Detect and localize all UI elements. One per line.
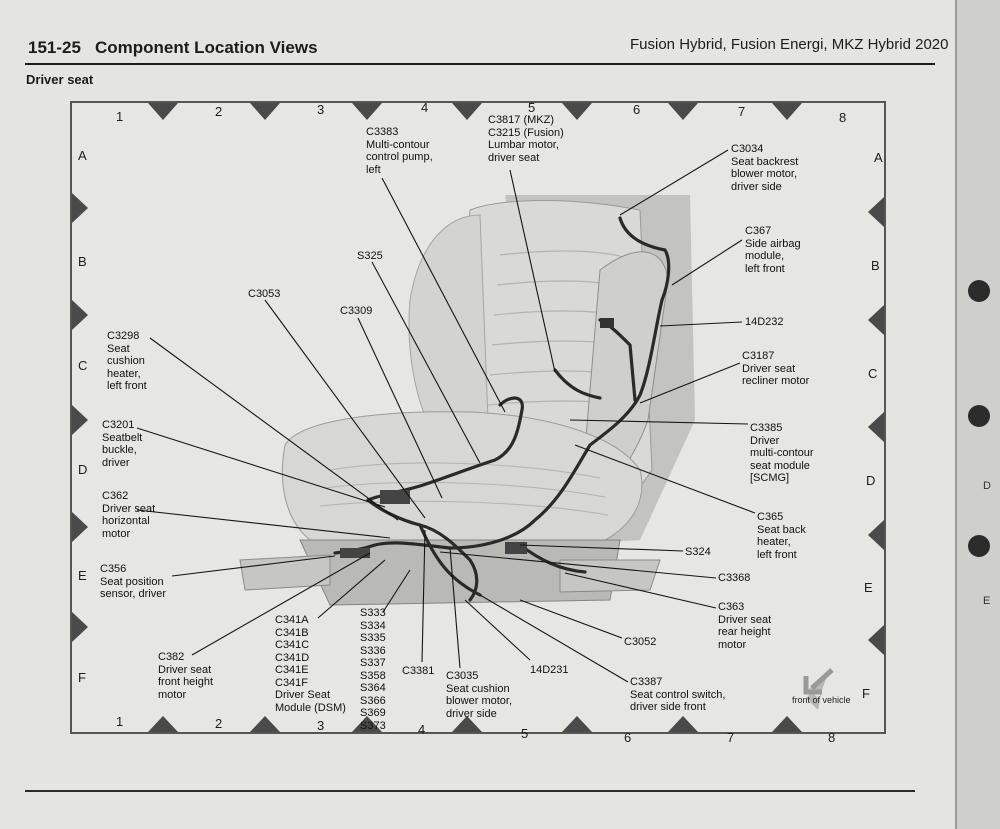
grid-column-label: 1: [116, 714, 124, 729]
vehicle-models: Fusion Hybrid, Fusion Energi, MKZ Hybrid…: [630, 36, 949, 53]
grid-column-label: 3: [317, 102, 325, 117]
callout-c362: C362 Driver seat horizontal motor: [102, 490, 156, 540]
grid-row-label: C: [868, 366, 878, 381]
callout-c3052: C3052: [624, 636, 657, 648]
callout-c3383: C3383 Multi-contour control pump, left: [366, 126, 433, 176]
page-number: 151-25: [28, 38, 81, 57]
grid-column-label: 2: [215, 716, 223, 731]
grid-column-label: 7: [738, 104, 746, 119]
callout-c356: C356 Seat position sensor, driver: [100, 563, 167, 600]
page-header: 151-25 Component Location Views: [28, 38, 318, 58]
grid-row-label: C: [78, 358, 88, 373]
grid-row-label: A: [874, 150, 883, 165]
grid-row-label: F: [862, 686, 870, 701]
callout-c3053: C3053: [248, 288, 281, 300]
callout-c365: C365 Seat back heater, left front: [757, 511, 806, 561]
callout-c3817: C3817 (MKZ) C3215 (Fusion) Lumbar motor,…: [488, 114, 564, 164]
grid-column-label: 5: [528, 100, 536, 115]
grid-column-label: 8: [839, 110, 847, 125]
grid-row-label: F: [78, 670, 86, 685]
callout-c3298: C3298 Seat cushion heater, left front: [107, 330, 147, 392]
binding-hole: [968, 535, 990, 557]
header-rule: [25, 63, 935, 65]
grid-column-label: 5: [521, 726, 529, 741]
grid-markers: [72, 103, 884, 732]
callout-c367: C367 Side airbag module, left front: [745, 225, 801, 275]
binding-hole: [968, 280, 990, 302]
grid-row-label: E: [864, 580, 873, 595]
grid-row-label: D: [866, 473, 876, 488]
grid-row-label: B: [871, 258, 880, 273]
callout-c3387: C3387 Seat control switch, driver side f…: [630, 676, 726, 713]
callout-c3034: C3034 Seat backrest blower motor, driver…: [731, 143, 799, 193]
next-page-letter: D: [983, 480, 991, 492]
callout-c3201: C3201 Seatbelt buckle, driver: [102, 419, 143, 469]
grid-column-label: 1: [116, 109, 124, 124]
callout-c3385: C3385 Driver multi-contour seat module […: [750, 422, 814, 484]
callout-14d232: 14D232: [745, 316, 784, 328]
section-title: Component Location Views: [94, 38, 318, 57]
callout-s333-group: S333 S334 S335 S336 S337 S358 S364 S366 …: [360, 607, 386, 732]
callout-c341-dsm: C341A C341B C341C C341D C341E C341F Driv…: [275, 614, 346, 714]
grid-row-label: A: [78, 148, 87, 163]
grid-column-label: 8: [828, 730, 836, 745]
grid-column-label: 7: [727, 730, 735, 745]
callout-s325: S325: [357, 250, 383, 262]
front-of-vehicle-arrow: [803, 668, 834, 710]
grid-row-label: E: [78, 568, 87, 583]
grid-column-label: 6: [633, 102, 641, 117]
grid-column-label: 4: [418, 722, 426, 737]
callout-c3309: C3309: [340, 305, 373, 317]
callout-leader-lines: [136, 149, 756, 683]
grid-column-label: 3: [317, 718, 325, 733]
footer-rule: [25, 790, 915, 792]
grid-row-label: B: [78, 254, 87, 269]
binding-hole: [968, 405, 990, 427]
callout-c363: C363 Driver seat rear height motor: [718, 601, 772, 651]
view-title: Driver seat: [26, 72, 94, 87]
callout-s324: S324: [685, 546, 711, 558]
next-page-letter: E: [983, 595, 991, 607]
callout-c382: C382 Driver seat front height motor: [158, 651, 214, 701]
callout-c3187: C3187 Driver seat recliner motor: [742, 350, 810, 387]
callout-c3381: C3381: [402, 665, 435, 677]
grid-column-label: 2: [215, 104, 223, 119]
callout-c3368: C3368: [718, 572, 751, 584]
seat-illustration: [239, 195, 695, 606]
grid-column-label: 6: [624, 730, 632, 745]
callout-14d231: 14D231: [530, 664, 569, 676]
grid-column-label: 4: [421, 100, 429, 115]
grid-row-label: D: [78, 462, 88, 477]
front-of-vehicle-label: front of vehicle: [792, 695, 851, 705]
callout-c3035: C3035 Seat cushion blower motor, driver …: [446, 670, 513, 720]
